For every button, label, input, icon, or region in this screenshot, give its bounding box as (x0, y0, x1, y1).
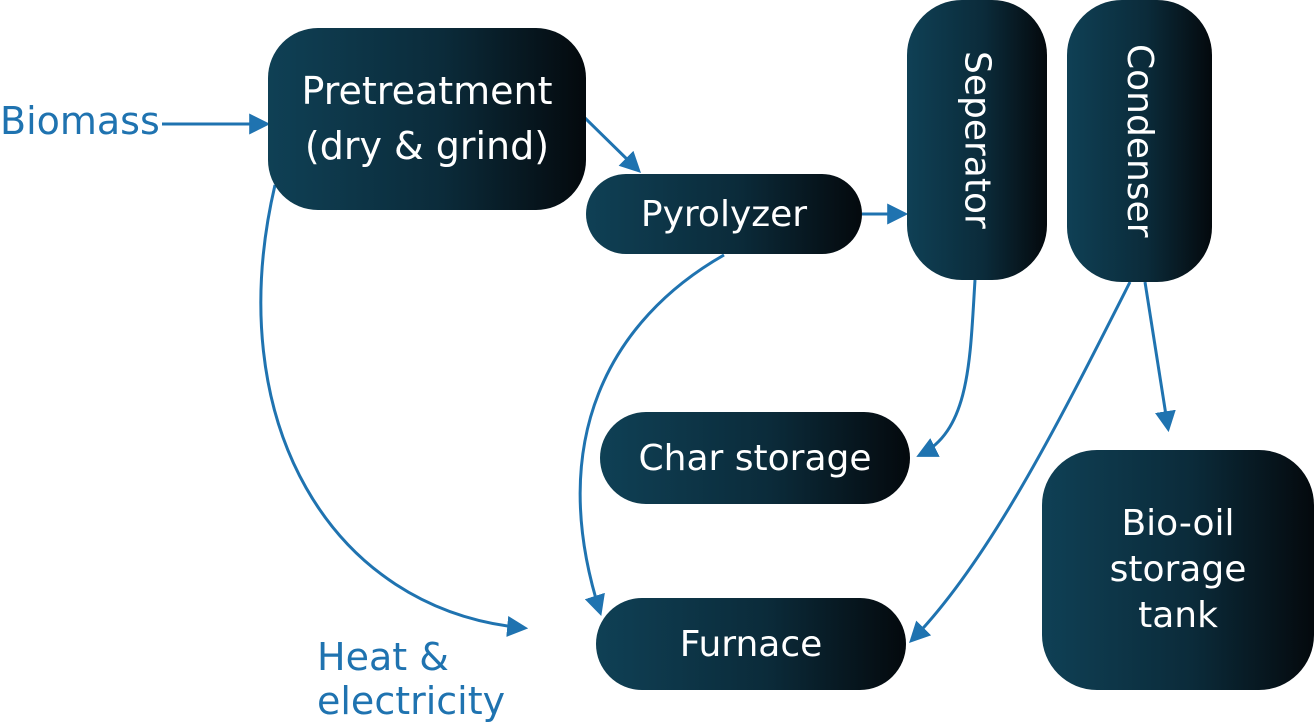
arrow-pretreatment-to-heat-electricity (259, 184, 529, 637)
biooil-line3: tank (1138, 595, 1218, 637)
arrow-separator-to-char-storage (916, 279, 977, 457)
biooil-line2: storage (1109, 548, 1247, 590)
condenser-label: Condenser (1119, 44, 1160, 238)
biooil-line1: Bio-oil (1121, 502, 1235, 544)
pyrolyzer-label: Pyrolyzer (640, 193, 808, 235)
separator-node: Seperator (907, 0, 1047, 280)
arrow-pretreatment-to-pyrolyzer (583, 116, 641, 173)
biooil-storage-tank-node: Bio-oil storage tank (1042, 450, 1314, 690)
pretreatment-node: Pretreatment (dry & grind) (268, 28, 586, 210)
separator-label: Seperator (956, 51, 998, 229)
char-storage-node: Char storage (600, 412, 910, 504)
heat-electricity-line2: electricity (317, 678, 506, 723)
furnace-label: Furnace (679, 623, 823, 665)
biomass-label: Biomass (0, 99, 160, 143)
pretreatment-line1: Pretreatment (301, 68, 553, 113)
furnace-node: Furnace (596, 598, 906, 690)
pyrolyzer-node: Pyrolyzer (586, 174, 862, 254)
char-storage-label: Char storage (638, 437, 872, 479)
pretreatment-line2: (dry & grind) (304, 124, 550, 168)
arrow-condenser-to-furnace (909, 281, 1132, 644)
arrow-pyrolyzer-to-furnace (578, 253, 725, 617)
condenser-node: Condenser (1067, 0, 1212, 282)
heat-electricity-line1: Heat & (317, 635, 449, 679)
heat-electricity-label: Heat & electricity (317, 635, 506, 723)
arrow-condenser-to-biooil (1143, 281, 1176, 433)
